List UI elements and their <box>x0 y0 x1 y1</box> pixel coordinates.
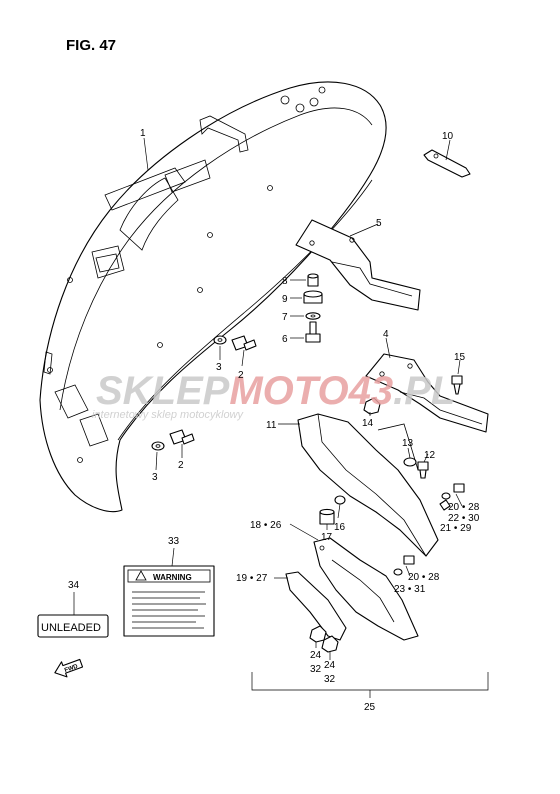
callout-20-28-lower: 20 • 28 <box>408 572 440 583</box>
leader-lines <box>73 137 463 660</box>
bolt-2-lower <box>169 429 195 445</box>
washer-7 <box>305 312 321 320</box>
callout-4: 4 <box>383 329 389 340</box>
callout-15: 15 <box>454 352 466 363</box>
callout-34: 34 <box>68 580 80 591</box>
bolt-6 <box>305 321 321 343</box>
watermark-brand-3: 43 <box>348 369 394 413</box>
callout-3-upper: 3 <box>216 362 222 373</box>
washer-3-lower <box>151 441 165 451</box>
warning-label-text: WARNING <box>153 573 192 582</box>
strap-clip <box>423 149 471 178</box>
callout-labels: 1 10 5 8 9 7 6 4 15 3 2 11 14 13 12 2 3 … <box>68 128 480 713</box>
plate-holder-11 <box>297 413 439 557</box>
callout-17: 17 <box>321 532 333 543</box>
grommet-13 <box>403 457 417 467</box>
warning-label-33 <box>123 565 215 637</box>
callout-18-26: 18 • 26 <box>250 520 282 531</box>
hardware-20-23 <box>393 555 415 576</box>
unleaded-label-text: UNLEADED <box>41 622 101 634</box>
bracket-5 <box>295 219 421 311</box>
callout-24-right: 24 <box>324 660 336 671</box>
callout-14: 14 <box>362 418 374 429</box>
bolt-12 <box>417 461 429 479</box>
callout-1: 1 <box>140 128 146 139</box>
bolt-2-upper <box>231 335 257 351</box>
callout-32-right: 32 <box>324 674 336 685</box>
nut-24-32b <box>321 635 339 653</box>
callout-8: 8 <box>282 276 288 287</box>
license-bracket-18 <box>313 537 419 641</box>
collar-16 <box>334 495 346 505</box>
nut-14 <box>363 397 381 415</box>
bolt-15 <box>451 375 463 395</box>
callout-3-lower: 3 <box>152 472 158 483</box>
fwd-arrow-icon <box>54 658 84 678</box>
callout-11: 11 <box>266 420 277 431</box>
callout-25: 25 <box>364 702 376 713</box>
callout-33: 33 <box>168 536 180 547</box>
bracket-4 <box>365 353 489 433</box>
hardware-20-22-21 <box>439 483 465 511</box>
callout-2-lower: 2 <box>178 460 184 471</box>
callout-21-29: 21 • 29 <box>440 523 472 534</box>
figure-title: FIG. 47 <box>66 37 116 54</box>
watermark-brand-1: SKLEP <box>96 369 230 413</box>
callout-12: 12 <box>424 450 436 461</box>
cushion-9 <box>303 290 323 304</box>
washer-3-upper <box>213 335 227 345</box>
group-bracket-25 <box>251 672 489 691</box>
watermark-brand-2: MOTO <box>229 369 348 413</box>
unleaded-label-34 <box>37 614 109 638</box>
callout-13: 13 <box>402 438 414 449</box>
callout-5: 5 <box>376 218 382 229</box>
callout-16: 16 <box>334 522 346 533</box>
watermark: SKLEPMOTO43.PL internetowy sklep motocyk… <box>92 369 455 421</box>
callout-9: 9 <box>282 294 288 305</box>
fwd-arrow-text: FWD <box>64 664 80 675</box>
cushion-17 <box>319 508 335 525</box>
watermark-tagline: internetowy sklep motocyklowy <box>92 409 245 421</box>
callout-2-upper: 2 <box>238 370 244 381</box>
callout-22-30: 22 • 30 <box>448 513 480 524</box>
callout-6: 6 <box>282 334 288 345</box>
callout-24-left: 24 <box>310 650 322 661</box>
callout-20-28-upper: 20 • 28 <box>448 502 480 513</box>
reflector-19 <box>285 571 347 641</box>
callout-32-left: 32 <box>310 664 322 675</box>
svg-text:SKLEPMOTO43.PL: SKLEPMOTO43.PL <box>96 369 455 413</box>
callout-23-31: 23 • 31 <box>394 584 426 595</box>
callout-7: 7 <box>282 312 288 323</box>
collar-8 <box>307 273 319 287</box>
callout-19-27: 19 • 27 <box>236 573 268 584</box>
rear-fender <box>39 81 387 513</box>
watermark-brand-4: .PL <box>393 369 455 413</box>
callout-10: 10 <box>442 131 454 142</box>
